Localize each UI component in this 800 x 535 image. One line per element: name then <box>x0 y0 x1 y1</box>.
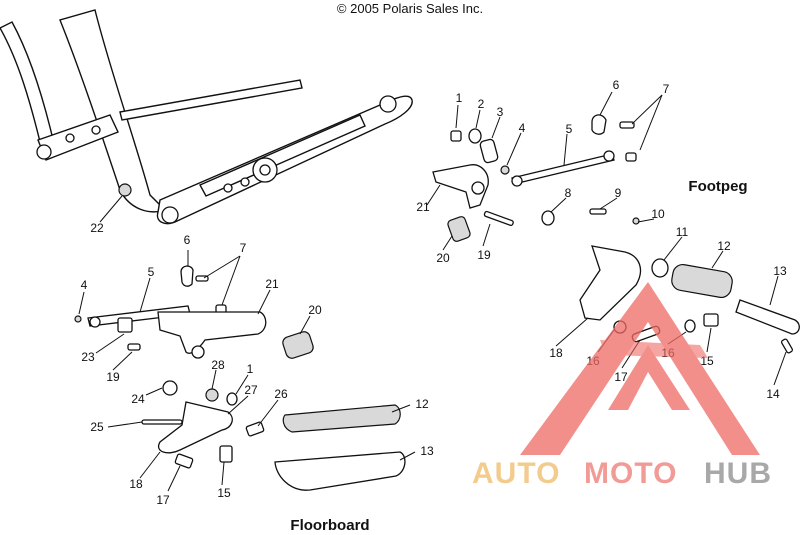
copyright-text: © 2005 Polaris Sales Inc. <box>337 1 483 16</box>
part-21-lever <box>157 311 267 354</box>
part-28-nut <box>205 388 219 402</box>
floorboard-callout-18: 18 <box>129 477 143 491</box>
footpeg-callout-2: 2 <box>478 97 485 111</box>
footpeg-callout-17: 17 <box>614 370 628 384</box>
footpeg-callout-18: 18 <box>549 346 563 360</box>
floorboard-callout-6: 6 <box>184 233 191 247</box>
floorboard-callout-7: 7 <box>240 241 247 255</box>
part-4-nut <box>74 315 82 323</box>
floorboard-callout-28: 28 <box>211 358 225 372</box>
part-18-floorboard-bracket <box>157 401 233 454</box>
floorboard-callout-12: 12 <box>415 397 429 411</box>
footpeg-callout-11: 11 <box>676 225 689 239</box>
floorboard-callout-1: 1 <box>247 362 254 376</box>
callout-22: 22 <box>90 221 104 235</box>
part-25-pin <box>141 419 183 425</box>
floorboard-callout-5: 5 <box>148 265 155 279</box>
part-22-nut <box>118 183 132 197</box>
footpeg-linkage-parts <box>432 114 800 354</box>
footpeg-callout-7: 7 <box>663 82 670 96</box>
part-6-rod-end <box>591 114 607 135</box>
part-12-floorboard-mat <box>282 404 401 433</box>
part-4-nut <box>500 165 510 175</box>
floorboard-callout-4: 4 <box>81 278 88 292</box>
part-9-pin <box>589 208 607 215</box>
floorboard-callout-26: 26 <box>274 387 288 401</box>
part-12-footpeg-rubber <box>671 263 733 299</box>
watermark-triangle-inner <box>608 345 690 410</box>
part-17-bolt <box>174 453 194 469</box>
floorboard-callout-15: 15 <box>217 486 231 500</box>
watermark-auto: AUTO <box>472 457 560 490</box>
part-24-washer <box>162 380 178 396</box>
floorboard-leaders <box>78 250 416 492</box>
footpeg-callout-14: 14 <box>766 387 780 401</box>
footpeg-callout-9: 9 <box>615 186 622 200</box>
floorboard-callout-13: 13 <box>420 444 434 458</box>
part-11-washer <box>651 258 669 278</box>
floorboard-callout-24: 24 <box>131 392 145 406</box>
part-2-bushing <box>468 128 482 144</box>
part-10-clip <box>632 217 640 225</box>
footpeg-callout-6: 6 <box>613 78 620 92</box>
footpeg-callout-8: 8 <box>565 186 572 200</box>
part-18-footpeg-bracket <box>579 245 642 321</box>
part-21-lever <box>432 164 489 209</box>
footpeg-callout-19: 19 <box>477 248 491 262</box>
part-13-floorboard <box>274 451 406 491</box>
footpeg-leaders <box>426 91 787 386</box>
floorboard-parts <box>74 265 406 491</box>
floorboard-callout-27: 27 <box>244 383 258 397</box>
part-3-spacer <box>479 138 499 164</box>
floorboard-callout-20: 20 <box>308 303 322 317</box>
part-1-washer <box>226 392 238 406</box>
watermark-logo <box>520 282 760 455</box>
part-5-shift-rod <box>511 153 615 185</box>
part-15-bolt <box>703 313 719 327</box>
footpeg-callout-4: 4 <box>519 121 526 135</box>
watermark-triangle-outer <box>520 282 760 455</box>
watermark-text: AUTO MOTO HUB <box>472 457 772 490</box>
part-14-pin <box>780 338 794 354</box>
floorboard-callout-21: 21 <box>265 277 279 291</box>
part-13-footpeg <box>735 299 800 335</box>
part-26-clip <box>245 421 265 437</box>
part-20-peg-rubber <box>282 331 314 359</box>
watermark-hub: HUB <box>704 457 772 490</box>
footpeg-callout-13: 13 <box>773 264 787 278</box>
section-footpeg-label: Footpeg <box>688 178 747 195</box>
footpeg-callout-12: 12 <box>717 239 731 253</box>
part-7-bolt <box>619 121 635 129</box>
footpeg-callout-5: 5 <box>566 122 573 136</box>
floorboard-callout-23: 23 <box>81 350 95 364</box>
part-20-peg-rubber <box>447 216 471 242</box>
floorboard-callout-17: 17 <box>156 493 170 507</box>
part-15-bolt <box>219 445 233 463</box>
part-1-washer <box>450 130 462 142</box>
floorboard-callout-19: 19 <box>106 370 120 384</box>
part-19-bolt <box>483 210 514 227</box>
floorboard-callout-25: 25 <box>90 420 104 434</box>
footpeg-callout-21: 21 <box>416 200 430 214</box>
footpeg-callout-20: 20 <box>436 251 450 265</box>
section-floorboard-label: Floorboard <box>290 517 369 534</box>
footpeg-callout-10: 10 <box>651 207 665 221</box>
footpeg-callout-1: 1 <box>456 91 463 105</box>
part-6-rod-end <box>180 265 194 287</box>
footpeg-callout-3: 3 <box>497 105 504 119</box>
part-8-washer <box>541 210 555 226</box>
watermark-moto: MOTO <box>584 457 677 490</box>
frame-assembly <box>0 9 413 225</box>
